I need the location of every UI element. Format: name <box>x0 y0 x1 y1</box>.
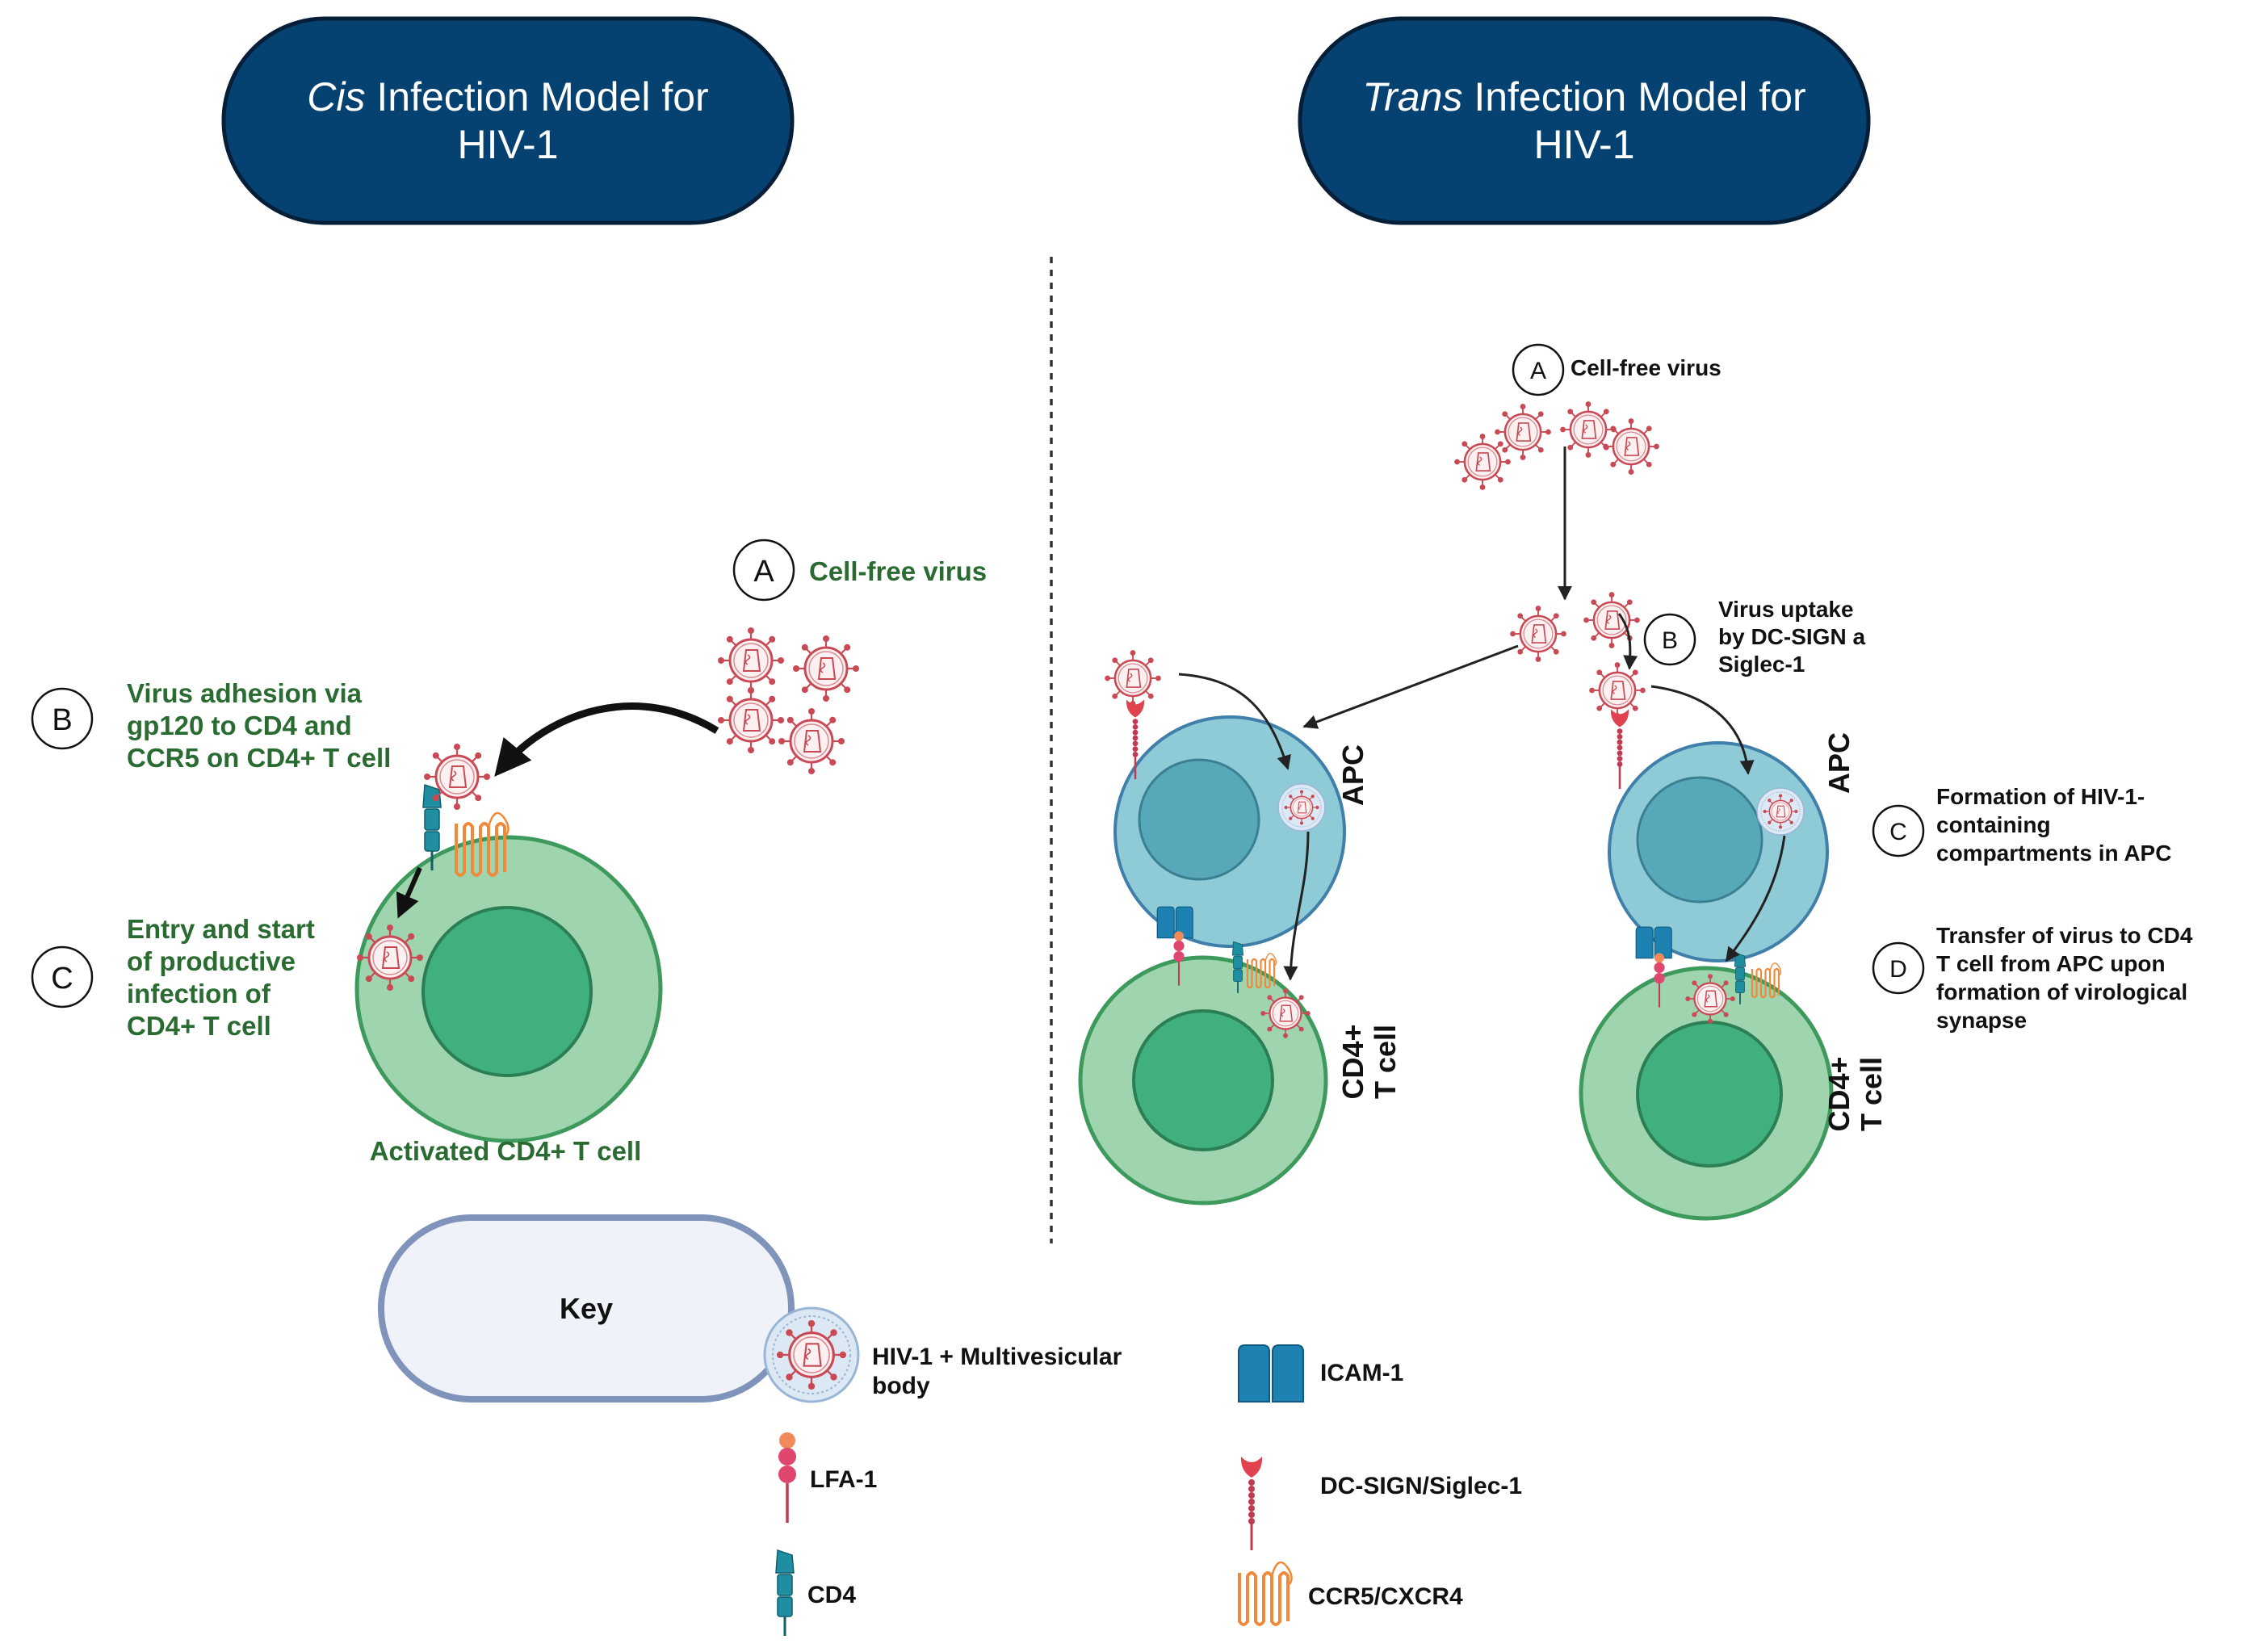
trans-step-a: A Cell-free virus <box>1512 343 1722 396</box>
key-hiv-mvb-icon <box>765 1308 858 1402</box>
trans-virus-right <box>1582 590 1642 650</box>
trans-title-italic: Trans <box>1362 74 1462 119</box>
trans-left-transfer-arrow <box>1283 831 1310 981</box>
trans-step-a-letter: A <box>1530 358 1546 384</box>
cis-entry-arrow <box>396 866 422 919</box>
trans-right-tcell-label-2: T cell <box>1855 1057 1888 1131</box>
cis-step-c-line2: of productive <box>127 946 296 976</box>
trans-right-apc-label: APC <box>1822 732 1856 794</box>
key-dcsign-label: DC-SIGN/Siglec-1 <box>1320 1473 1522 1499</box>
key-dcsign-icon <box>1239 1455 1264 1552</box>
trans-right-uptake-arrow <box>1650 685 1755 775</box>
key-hiv-mvb-line2: body <box>872 1373 930 1399</box>
trans-title-banner: Trans Infection Model for HIV-1 <box>1298 16 1871 225</box>
cis-title-rest: Infection Model for <box>365 74 708 119</box>
trans-step-d-letter: D <box>1889 956 1907 983</box>
key-lfa1-icon <box>777 1431 798 1524</box>
key-box: Key <box>378 1214 795 1403</box>
key-icam1-label: ICAM-1 <box>1320 1360 1403 1386</box>
trans-left-captured-virus <box>1103 648 1163 708</box>
trans-title-line2: HIV-1 <box>1533 122 1634 167</box>
key-icam1-icon <box>1238 1344 1304 1403</box>
cis-internalized-virus <box>355 923 425 992</box>
trans-right-tcell-label-1: CD4+ <box>1822 1056 1856 1131</box>
trans-right-down-arrow <box>1617 613 1638 670</box>
trans-right-dcsign <box>1609 708 1630 790</box>
cis-step-b-letter: B <box>52 703 72 737</box>
trans-step-d-line2: T cell from APC upon <box>1936 951 2166 976</box>
cis-step-b-line2: gp120 to CD4 and <box>127 711 352 740</box>
trans-to-left-apc-arrow <box>1302 644 1519 729</box>
cis-step-c-line3: infection of <box>127 979 271 1008</box>
cis-adhesion-arrow <box>494 702 719 777</box>
trans-right-transferred-virus <box>1684 973 1736 1025</box>
trans-right-captured-virus <box>1587 660 1647 720</box>
trans-title-rest: Infection Model for <box>1462 74 1805 119</box>
trans-step-d-line4: synapse <box>1936 1008 2027 1033</box>
cis-step-c-line4: CD4+ T cell <box>127 1011 271 1041</box>
cis-adhering-virus <box>422 742 492 811</box>
trans-right-transfer-arrow <box>1725 835 1786 962</box>
trans-step-b-letter: B <box>1662 627 1678 654</box>
key-title: Key <box>560 1292 613 1325</box>
trans-left-apc <box>1113 715 1346 948</box>
key-hiv-mvb-line1: HIV-1 + Multivesicular <box>872 1344 1122 1370</box>
cis-step-a: A Cell-free virus <box>732 539 987 602</box>
cis-step-c: C Entry and start of productive infectio… <box>31 914 315 1041</box>
cis-step-a-letter: A <box>753 555 774 589</box>
trans-step-c-line2: containing <box>1936 812 2051 837</box>
key-cd4-icon <box>774 1549 795 1637</box>
cis-step-b: B Virus adhesion via gp120 to CD4 and CC… <box>31 678 391 773</box>
trans-step-b-line2: by DC-SIGN a <box>1718 624 1865 649</box>
trans-step-c-line3: compartments in APC <box>1936 841 2171 866</box>
trans-left-uptake-arrow <box>1178 673 1291 770</box>
svg-text:Trans Infection Model for: Trans Infection Model for <box>1362 74 1805 119</box>
key-ccr5-icon <box>1238 1560 1294 1626</box>
cis-title-banner: Cis Infection Model for HIV-1 <box>221 16 795 225</box>
trans-step-c-letter: C <box>1889 819 1907 845</box>
svg-text:Cis Infection Model for: Cis Infection Model for <box>307 74 708 119</box>
cis-cell-label: Activated CD4+ T cell <box>370 1136 642 1166</box>
trans-step-b: B Virus uptake by DC-SIGN a Siglec-1 <box>1643 597 1865 677</box>
cis-step-b-line3: CCR5 on CD4+ T cell <box>127 743 391 773</box>
trans-right-vesicle-virus <box>1757 788 1804 835</box>
cis-step-c-line1: Entry and start <box>127 914 315 944</box>
cis-step-c-letter: C <box>51 962 73 996</box>
cis-activated-t-cell <box>354 835 663 1143</box>
key-ccr5-label: CCR5/CXCR4 <box>1308 1583 1463 1610</box>
trans-right-t-cell <box>1579 966 1834 1221</box>
trans-step-c-line1: Formation of HIV-1- <box>1936 784 2145 809</box>
trans-step-c: C Formation of HIV-1- containing compart… <box>1872 784 2171 866</box>
cis-title-line2: HIV-1 <box>457 122 558 167</box>
trans-step-b-line3: Siglec-1 <box>1718 652 1805 677</box>
trans-left-t-cell <box>1078 955 1328 1205</box>
key-lfa1-label: LFA-1 <box>810 1466 877 1493</box>
trans-left-tcell-label-1: CD4+ <box>1336 1024 1369 1099</box>
trans-left-vesicle-virus <box>1278 784 1325 831</box>
cis-title-italic: Cis <box>307 74 365 119</box>
trans-step-a-label: Cell-free virus <box>1571 355 1722 380</box>
cis-step-a-label: Cell-free virus <box>809 556 987 586</box>
trans-step-b-line1: Virus uptake <box>1718 597 1854 622</box>
cis-step-b-line1: Virus adhesion via <box>127 678 363 708</box>
trans-left-apc-label: APC <box>1336 744 1369 806</box>
trans-virus-mid <box>1508 604 1568 664</box>
trans-free-virus-cluster <box>1453 400 1661 492</box>
trans-step-d-line3: formation of virological <box>1936 979 2187 1004</box>
cis-free-virus-cluster <box>716 626 861 776</box>
trans-left-transferred-virus <box>1260 987 1311 1039</box>
trans-step-d-line1: Transfer of virus to CD4 <box>1936 923 2193 948</box>
trans-left-tcell-label-2: T cell <box>1369 1025 1402 1099</box>
trans-step-d: D Transfer of virus to CD4 T cell from A… <box>1872 923 2193 1033</box>
key-cd4-label: CD4 <box>807 1582 856 1608</box>
